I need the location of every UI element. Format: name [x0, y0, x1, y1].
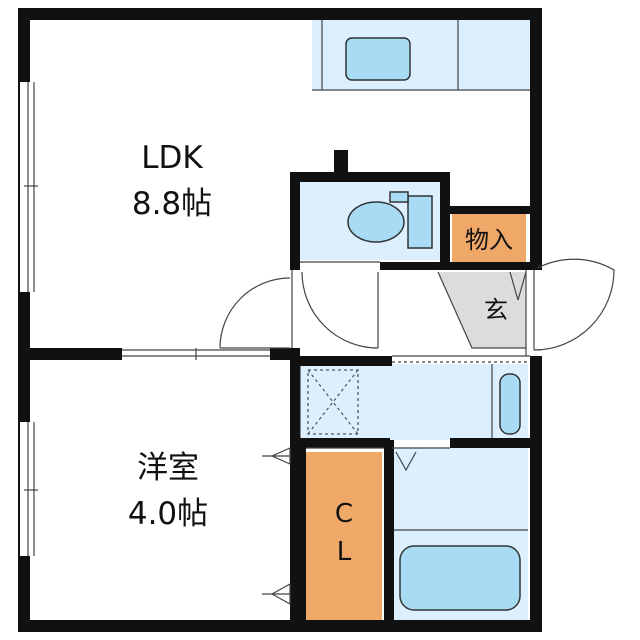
closet-label-l: L [337, 537, 352, 567]
entrance-floor [438, 272, 526, 348]
entrance-label: 玄 [484, 296, 508, 324]
washroom-floor [300, 364, 528, 440]
western-room-size: 4.0帖 [128, 496, 208, 532]
storage-label: 物入 [465, 226, 513, 254]
washing-machine-pan [307, 369, 359, 435]
western-room-label: 洋室 [137, 450, 199, 486]
storage-floor [452, 214, 526, 262]
ldk-size: 8.8帖 [132, 186, 212, 222]
kitchen-counter-area [312, 20, 530, 90]
washbasin [499, 373, 521, 435]
closet-label-c: C [335, 499, 353, 529]
toilet-tank [407, 195, 433, 249]
ldk-label: LDK [141, 140, 203, 176]
kitchen-sink [345, 37, 411, 81]
bathtub [399, 545, 521, 611]
toilet-bowl [347, 201, 405, 243]
closet-floor [306, 452, 382, 620]
